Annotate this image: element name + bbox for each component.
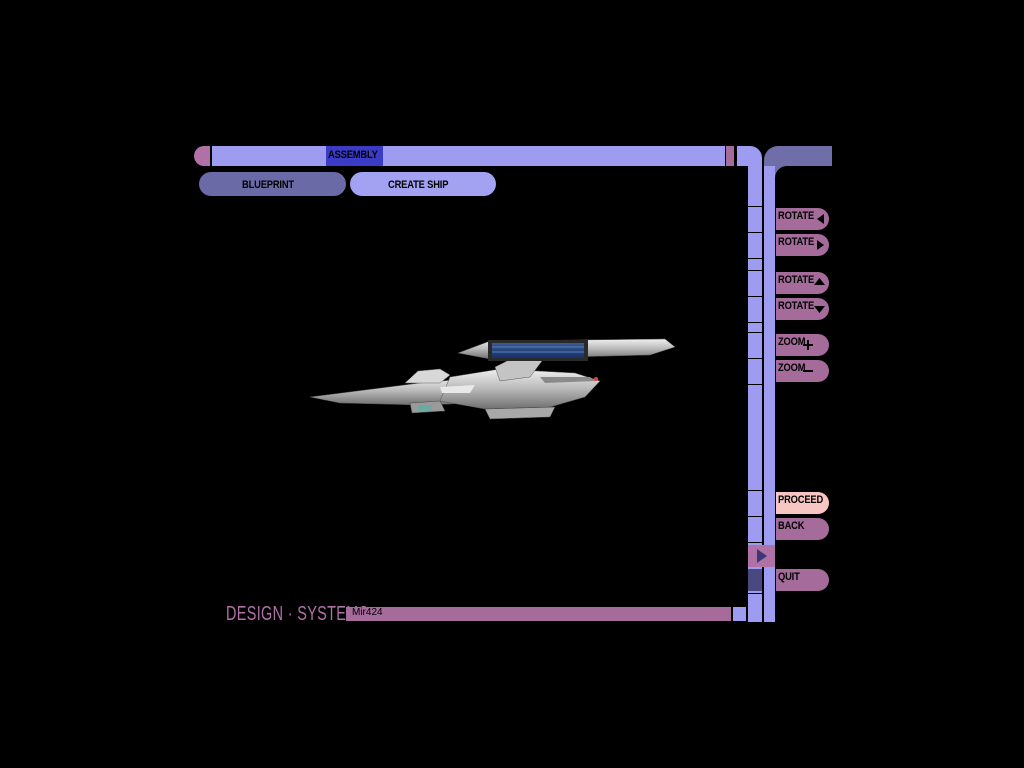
top-bar-cap — [194, 146, 210, 166]
proceed-label: PROCEED — [778, 494, 824, 506]
plus-icon — [803, 340, 813, 350]
frame-divider — [748, 232, 762, 233]
frame-column-left — [748, 166, 762, 622]
frame-divider — [748, 206, 762, 207]
frame-elbow-left — [737, 146, 762, 166]
rotate-up-label: ROTATE — [778, 274, 815, 286]
tab-assembly-label: ASSEMBLY — [328, 149, 378, 161]
quit-label: QUIT — [778, 571, 800, 583]
create-ship-button[interactable]: CREATE SHIP — [350, 172, 496, 196]
back-button[interactable]: BACK — [776, 518, 829, 540]
create-ship-label: CREATE SHIP — [387, 179, 448, 191]
frame-divider — [748, 516, 762, 517]
ship-model-viewport[interactable] — [300, 325, 680, 425]
tab-assembly[interactable]: ASSEMBLY — [326, 146, 383, 166]
frame-divider — [748, 542, 762, 543]
frame-divider — [748, 322, 762, 323]
rotate-right-label: ROTATE — [778, 236, 815, 248]
bottom-bar-end — [733, 607, 746, 621]
triangle-right-icon — [817, 240, 824, 250]
rotate-right-button[interactable]: ROTATE — [776, 234, 829, 256]
frame-divider — [748, 332, 762, 333]
frame-divider — [748, 358, 762, 359]
frame-elbow-mask — [775, 166, 797, 180]
zoom-out-button[interactable]: ZOOM — [776, 360, 829, 382]
blueprint-button[interactable]: BLUEPRINT — [199, 172, 346, 196]
ship-name-bar: Mir424 — [346, 607, 731, 621]
triangle-up-icon — [814, 278, 825, 285]
minus-icon — [803, 370, 813, 372]
frame-divider — [748, 258, 762, 259]
top-bar — [212, 146, 725, 166]
ship-name: Mir424 — [352, 607, 383, 618]
proceed-button[interactable]: PROCEED — [776, 492, 829, 514]
triangle-right-icon — [757, 549, 767, 563]
indicator-box — [748, 545, 775, 567]
frame-column-right — [764, 166, 775, 622]
rotate-down-label: ROTATE — [778, 300, 815, 312]
triangle-down-icon — [814, 306, 825, 313]
rotate-left-button[interactable]: ROTATE — [776, 208, 829, 230]
rotate-left-label: ROTATE — [778, 210, 815, 222]
rotate-up-button[interactable]: ROTATE — [776, 272, 829, 294]
zoom-in-button[interactable]: ZOOM — [776, 334, 829, 356]
frame-divider — [748, 384, 762, 385]
frame-divider — [748, 490, 762, 491]
blueprint-label: BLUEPRINT — [241, 179, 294, 191]
back-label: BACK — [778, 520, 805, 532]
frame-divider — [748, 593, 762, 594]
rotate-down-button[interactable]: ROTATE — [776, 298, 829, 320]
triangle-left-icon — [817, 214, 824, 224]
quit-button[interactable]: QUIT — [776, 569, 829, 591]
zoom-out-label: ZOOM — [778, 362, 806, 374]
zoom-in-label: ZOOM — [778, 336, 806, 348]
design-systems-title: DESIGN · SYSTEMS — [226, 603, 369, 625]
top-bar-end — [726, 146, 734, 166]
frame-divider — [748, 296, 762, 297]
frame-segment-dark — [748, 569, 762, 591]
frame-divider — [748, 270, 762, 271]
frame-elbow-right — [764, 146, 832, 166]
